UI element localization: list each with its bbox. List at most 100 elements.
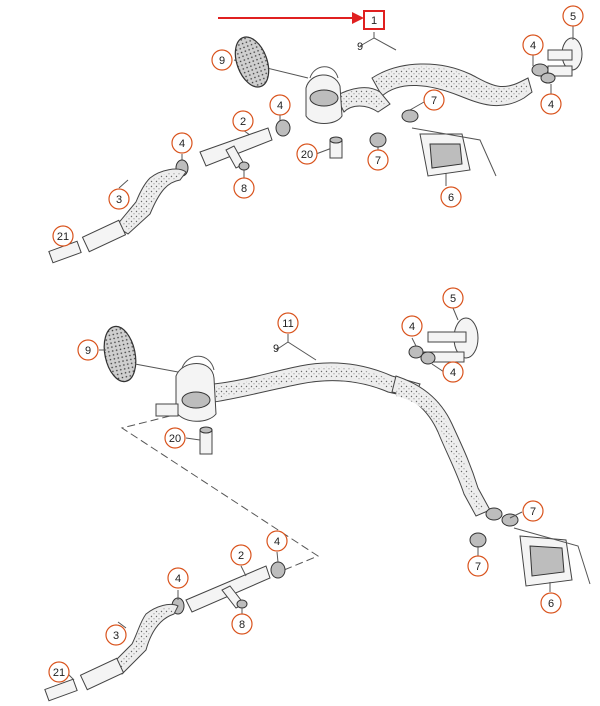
top-callout-9: 9 [357,41,363,53]
callout-label: 4 [179,138,185,150]
callout-circle [77,339,99,361]
callout-label: 7 [475,561,481,573]
top-callout-20: 20 [296,143,318,165]
callout-label: 11 [282,318,293,330]
top-callout-4: 4 [171,132,193,154]
top-callout-8: 8 [233,177,255,199]
callout-label: 9 [357,41,363,53]
callout-label: 4 [409,321,415,333]
callout-label: 21 [53,667,65,679]
mesh-plate-top [234,36,270,88]
callout-circle [440,186,462,208]
callout-circle [108,188,130,210]
connector-flange-top [531,37,583,84]
callout-circle [230,544,252,566]
bottom-callout-4: 4 [401,315,423,337]
bottom-callout-7: 7 [467,555,489,577]
connector-flange-bottom [408,317,479,365]
callout-circle [105,624,127,646]
callout-label: 6 [548,598,554,610]
callout-label: 3 [116,194,122,206]
callout-circle [522,500,544,522]
pipe-tee-top [199,127,273,171]
callout-circle [48,661,70,683]
top-callout-2: 2 [232,110,254,132]
callout-circle [233,177,255,199]
callout-circle [296,143,318,165]
callout-circle [442,287,464,309]
callout-circle [231,613,253,635]
valve-body-bottom [155,355,217,455]
callout-circle [167,567,189,589]
callout-circle [540,592,562,614]
bottom-callout-11: 11 [277,312,299,334]
bottom-callout-2: 2 [230,544,252,566]
callout-label: 7 [375,155,381,167]
callout-label: 8 [241,183,247,195]
callout-circle [52,225,74,247]
dashed-guide [120,415,320,571]
top-callout-5: 5 [562,5,584,27]
callout-label: 6 [448,192,454,204]
top-callout-21: 21 [52,225,74,247]
end-pipe-bottom [44,657,125,702]
bottom-callout-4: 4 [167,567,189,589]
callout-label: 3 [113,630,119,642]
valve-body-top [305,66,343,159]
top-callout-7: 7 [423,89,445,111]
clamp-near-valve-top [275,119,291,137]
mesh-plate-bottom [103,325,137,383]
top-callout-3: 3 [108,188,130,210]
bottom-callout-9: 9 [77,339,99,361]
bottom-callout-5: 5 [442,287,464,309]
top-assembly [48,12,583,264]
callout-circle [522,34,544,56]
callout-circle [171,132,193,154]
callout-label: 8 [239,619,245,631]
bottom-callout-4: 4 [266,530,288,552]
top-callout-4: 4 [269,94,291,116]
pump-top [369,109,497,177]
callout-label: 4 [277,100,283,112]
bottom-callout-20: 20 [164,427,186,449]
callout-label: 20 [301,149,313,161]
callout-label: 4 [450,367,456,379]
top-callout-7: 7 [367,149,389,171]
bottom-callout-4: 4 [442,361,464,383]
callout-label: 1 [371,15,377,27]
bottom-callout-21: 21 [48,661,70,683]
top-callout-1: 1 [363,10,385,30]
callout-label: 9 [273,343,279,355]
bottom-callout-3: 3 [105,624,127,646]
callout-label: 5 [450,293,456,305]
callout-circle [211,49,233,71]
callout-label: 4 [175,573,181,585]
callout-circle [401,315,423,337]
callout-label: 9 [219,55,225,67]
callout-label: 5 [570,11,576,23]
callout-label: 2 [238,550,244,562]
bottom-callout-6: 6 [540,592,562,614]
pump-bottom [469,507,591,587]
callout-circle [367,149,389,171]
callout-label: 2 [240,116,246,128]
leader-lines-bottom [65,307,551,681]
indicator-arrow [218,12,364,24]
callout-label: 4 [530,40,536,52]
callout-circle [423,89,445,111]
callouts-bottom: 5 11 4 9 9 4 20 7 2 4 4 7 6 8 3 21 [48,287,562,683]
callout-circle [277,312,299,334]
callout-circle [164,427,186,449]
callout-label: 4 [274,536,280,548]
callout-label: 7 [431,95,437,107]
bottom-callout-7: 7 [522,500,544,522]
bottom-callout-8: 8 [231,613,253,635]
top-callout-9: 9 [211,49,233,71]
highlight-box [363,10,385,30]
callout-label: 21 [57,231,69,243]
callout-circle [467,555,489,577]
callout-circle [442,361,464,383]
